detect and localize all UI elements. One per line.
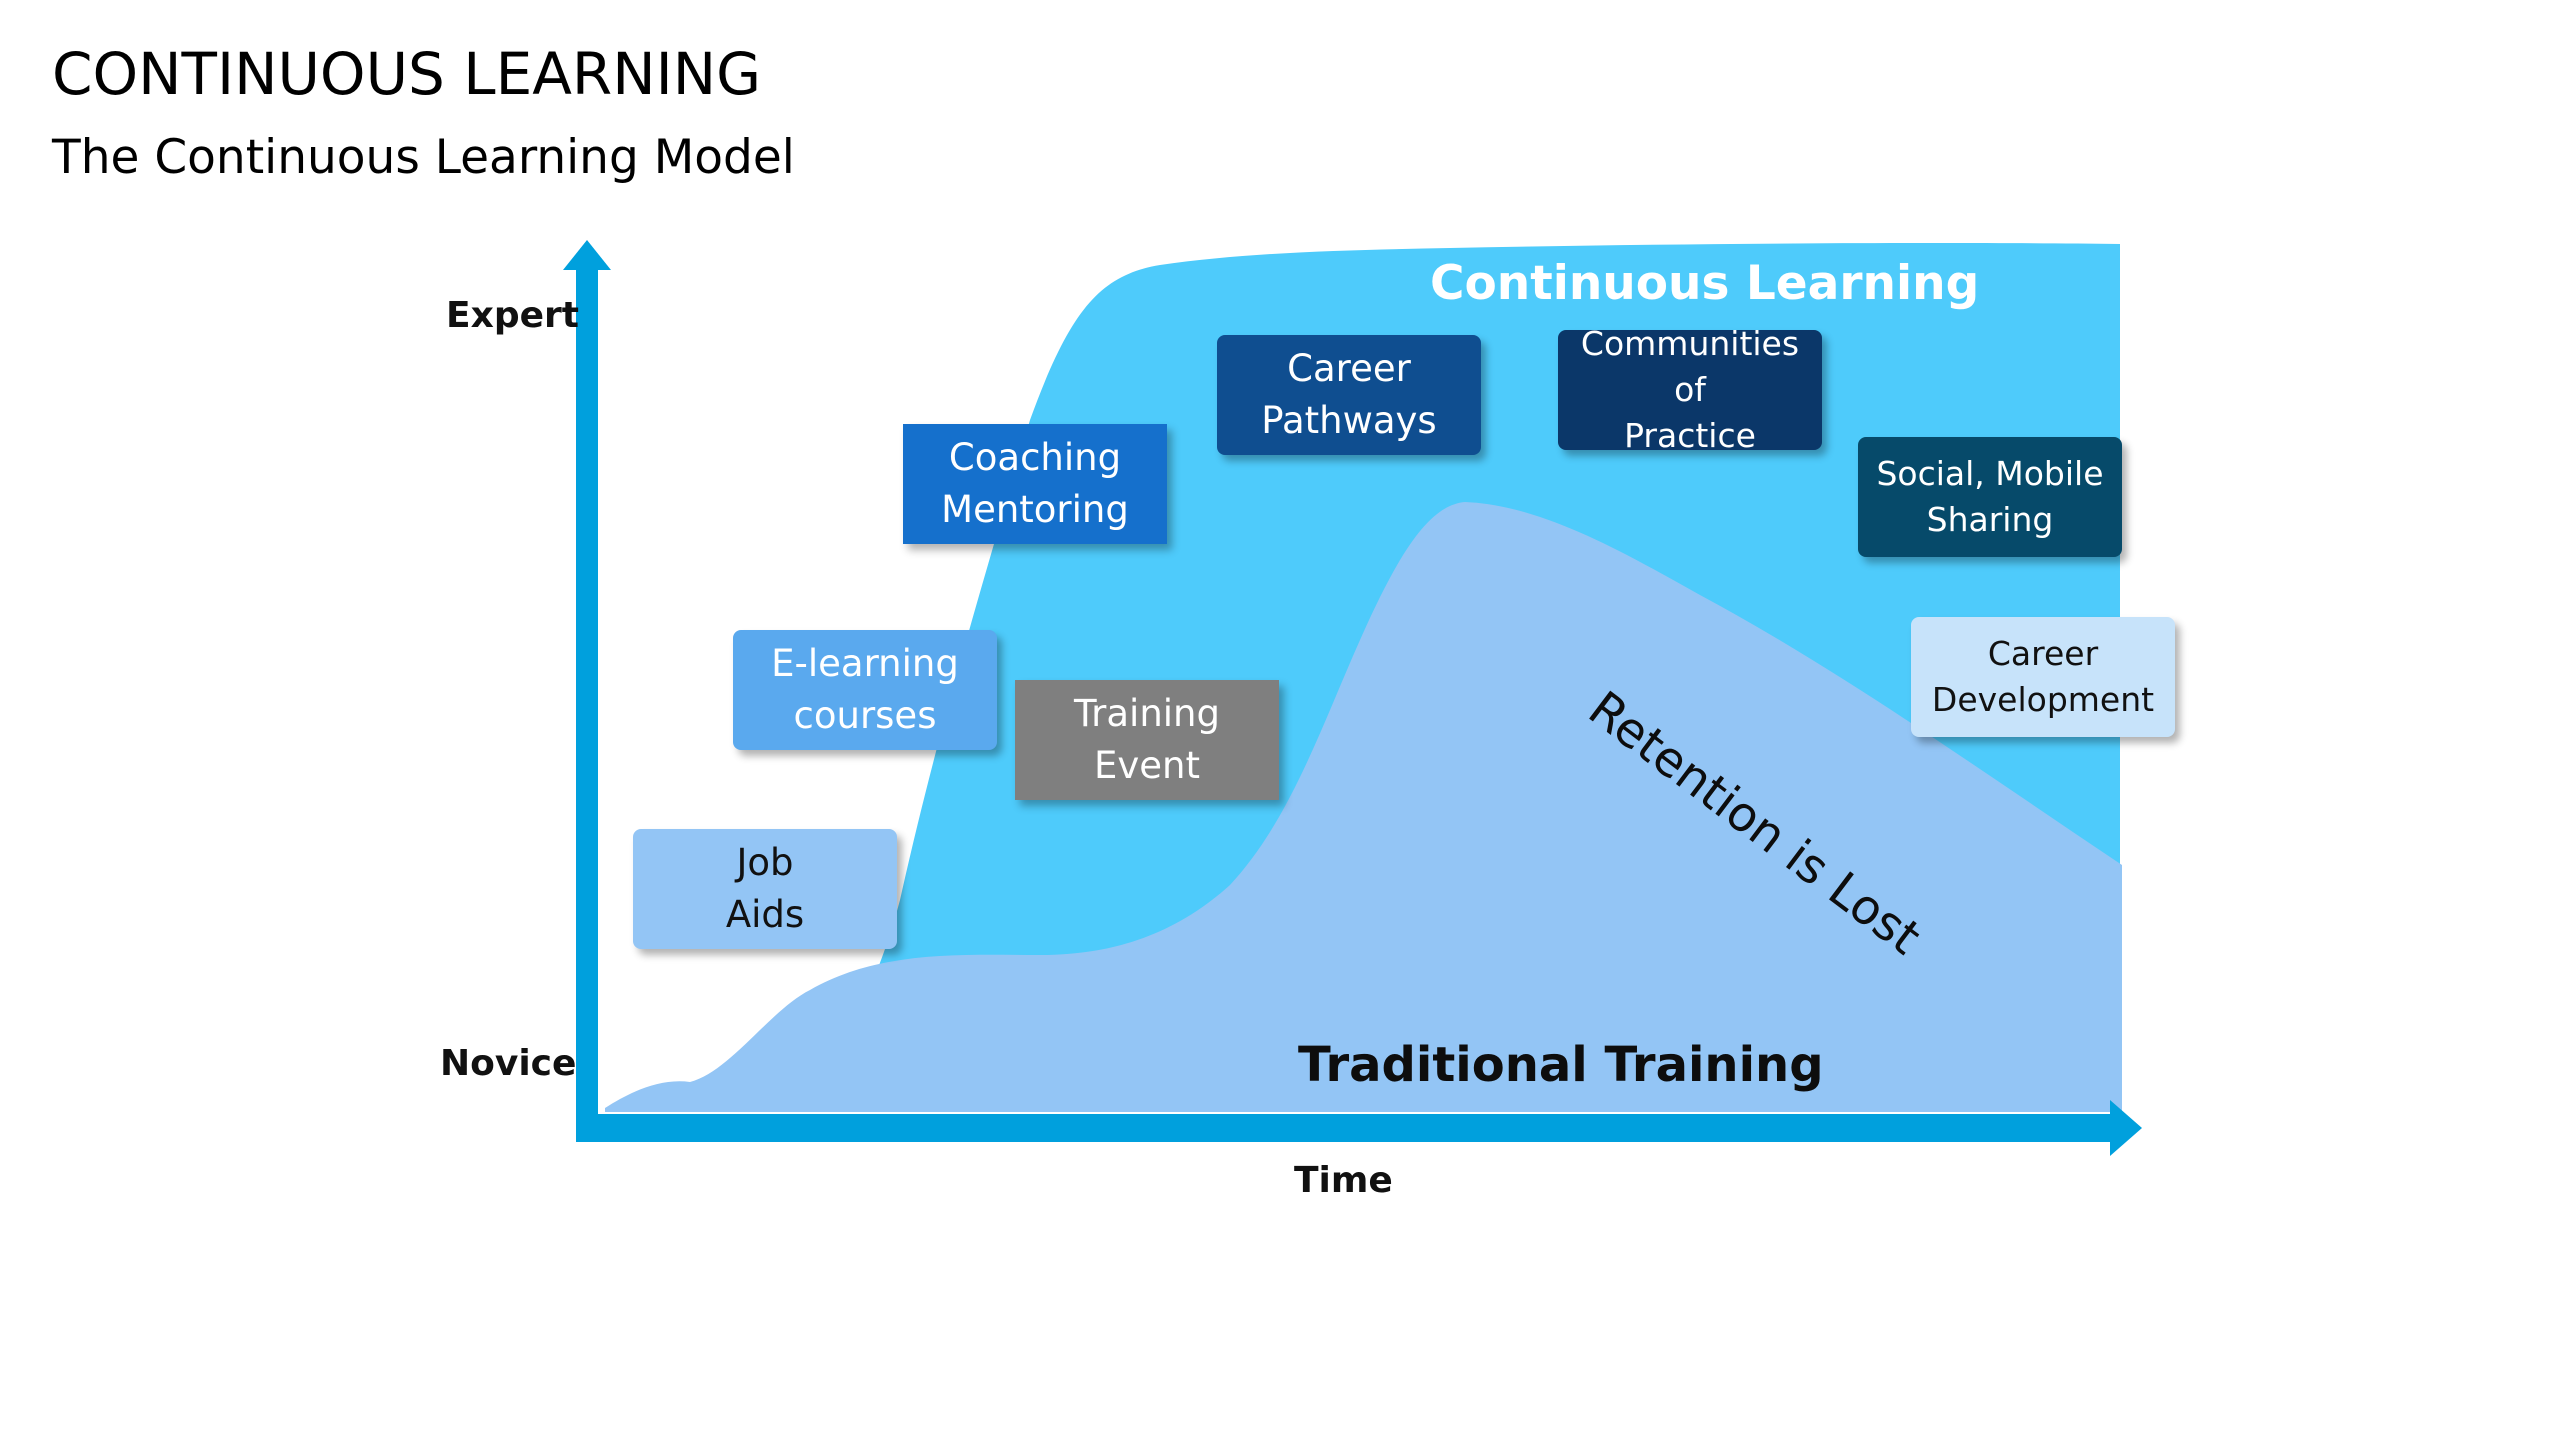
job-aids-line-1: Job [736,841,794,885]
x-axis-arrowhead [2110,1100,2142,1156]
career-pathways-line-2: Pathways [1261,399,1437,442]
continuous-learning-label: Continuous Learning [1430,256,1980,311]
elearning-line-1: E-learning [771,642,959,686]
y-axis-label-expert: Expert [446,295,579,336]
career-dev-line-1: Career [1987,633,2099,673]
traditional-training-area [605,502,2122,1112]
slide-subtitle: The Continuous Learning Model [52,130,795,185]
coaching-mentoring-box: Coaching Mentoring [903,424,1167,544]
y-axis-label-novice: Novice [440,1043,577,1084]
elearning-box: E-learning courses [733,630,997,750]
career-pathways-box: Career Pathways [1217,335,1481,455]
communities-line-1: Communities of [1580,323,1800,409]
training-event-line-1: Training [1074,692,1220,736]
job-aids-line-2: Aids [725,893,805,936]
career-dev-line-2: Development [1931,680,2155,719]
social-line-1: Social, Mobile [1876,453,2104,493]
career-development-box: Career Development [1911,617,2175,737]
y-axis-arrowhead [563,240,611,270]
x-axis [576,1114,2116,1142]
social-mobile-sharing-box: Social, Mobile Sharing [1858,437,2122,557]
coaching-line-1: Coaching [948,436,1122,480]
training-event-line-2: Event [1094,744,1200,787]
traditional-training-label: Traditional Training [1298,1037,1824,1093]
communities-of-practice-box: Communities of Practice [1558,324,1822,455]
slide-title: CONTINUOUS LEARNING [52,40,762,108]
elearning-line-2: courses [793,694,937,737]
y-axis [576,262,598,1142]
career-pathways-line-1: Career [1287,347,1411,391]
training-event-box: Training Event [1015,680,1279,800]
social-line-2: Sharing [1926,500,2054,539]
job-aids-box: Job Aids [633,829,897,949]
communities-line-2: Practice [1624,416,1756,456]
coaching-line-2: Mentoring [941,488,1129,531]
x-axis-label-time: Time [1294,1160,1393,1201]
